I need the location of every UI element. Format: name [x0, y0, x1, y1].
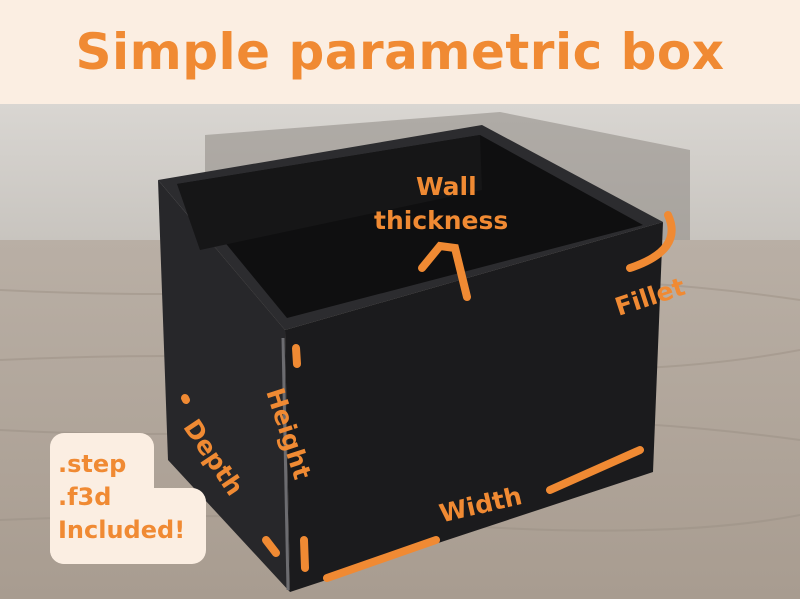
- title-banner: Simple parametric box: [0, 0, 800, 104]
- box-edge-highlight: [281, 337, 290, 591]
- format-step: .step: [58, 450, 127, 478]
- included-text: Included!: [58, 516, 186, 544]
- formats-badge-text: .step .f3d Included!: [58, 448, 185, 547]
- height-mark: [292, 344, 301, 368]
- wall-thickness-bracket: [418, 241, 471, 301]
- width-line-left: [323, 536, 440, 582]
- box-front-face: [285, 222, 663, 592]
- fillet-arc: [626, 211, 676, 272]
- format-f3d: .f3d: [58, 483, 112, 511]
- width-line-right: [546, 446, 644, 494]
- wall-label-line1: Wall: [416, 172, 477, 201]
- wall-label-line2: thickness: [374, 206, 509, 235]
- box-side-face: [158, 180, 290, 592]
- formats-badge-extension: [50, 488, 206, 564]
- depth-mark-bottom: [262, 536, 280, 557]
- depth-mark-top: [181, 394, 190, 404]
- page-title: Simple parametric box: [75, 23, 725, 81]
- height-mark-bottom: [300, 536, 309, 572]
- box-interior-wall: [177, 135, 482, 250]
